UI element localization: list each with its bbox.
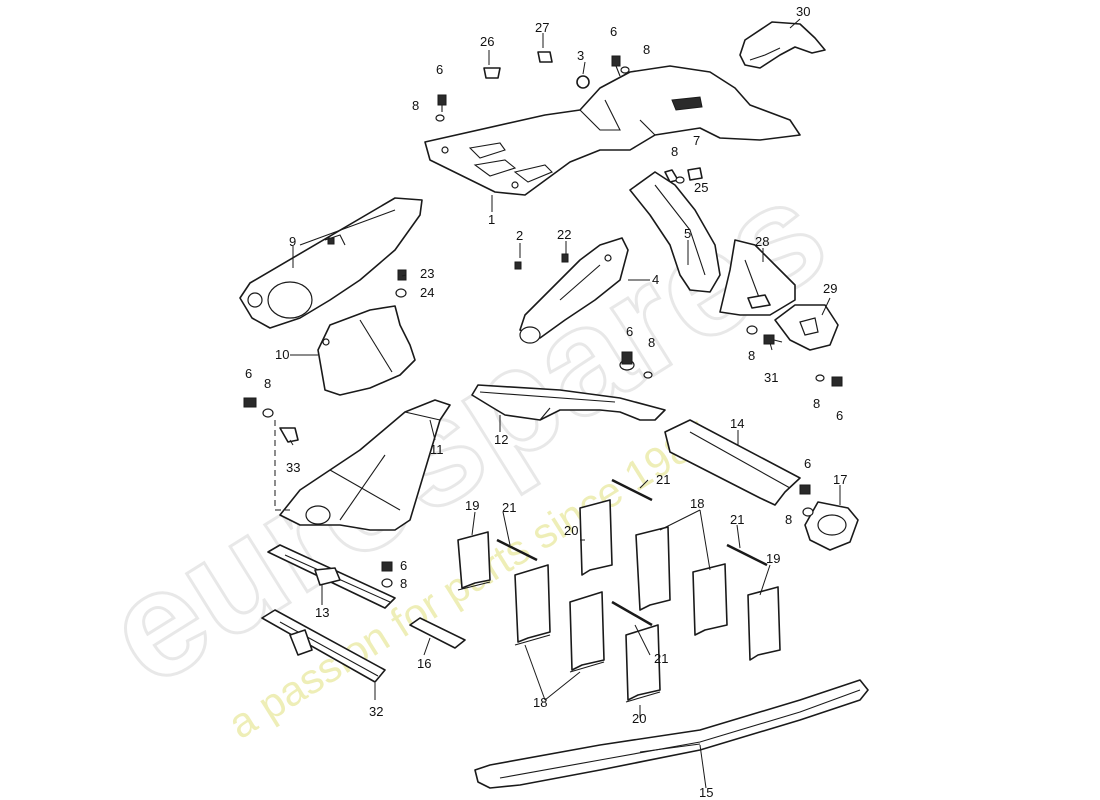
callout-8e: 8 [264,376,271,391]
callout-16: 16 [417,656,431,671]
callout-11: 11 [430,442,444,457]
callout-33: 33 [286,460,300,475]
callout-5: 5 [684,226,691,241]
callout-6b: 6 [436,62,443,77]
callout-13: 13 [315,605,329,620]
callout-6a: 6 [610,24,617,39]
callouts: 1 2 3 4 5 6 6 6 6 6 6 6 7 8 8 8 8 8 8 8 … [245,4,847,800]
callout-12: 12 [494,432,508,447]
callout-6c: 6 [626,324,633,339]
callout-8c: 8 [671,144,678,159]
callout-4: 4 [652,272,659,287]
hardware-top [435,51,703,184]
callout-30: 30 [796,4,810,19]
part-13-rail [267,544,396,609]
part-32-rail [261,609,386,683]
callout-6d: 6 [245,366,252,381]
part-5-hose [629,171,721,293]
baffles [457,499,781,703]
callout-6e: 6 [400,558,407,573]
part-29-plate [774,304,839,351]
callout-17: 17 [833,472,847,487]
callout-18b: 18 [533,695,547,710]
callout-14: 14 [730,416,744,431]
callout-21b: 21 [502,500,516,515]
part-4-air-duct [514,237,629,344]
part-10-cover-plate [317,305,416,396]
callout-27: 27 [535,20,549,35]
watermark-logo: eurospares [78,146,853,717]
callout-22: 22 [557,227,571,242]
leader-lines [289,18,841,789]
callout-8g: 8 [748,348,755,363]
callout-15: 15 [699,785,713,800]
callout-18a: 18 [690,496,704,511]
callout-6g: 6 [836,408,843,423]
part-16-bracket [409,617,466,649]
part-14-shelf [664,419,801,506]
callout-8f: 8 [400,576,407,591]
part-33-bracket [243,397,299,443]
callout-21a: 21 [656,472,670,487]
assembly-lines [274,420,290,511]
callout-19b: 19 [766,551,780,566]
callout-24: 24 [420,285,434,300]
callout-26: 26 [480,34,494,49]
hardware-left [381,269,814,588]
part-11-side-panel [279,399,451,531]
callout-20a: 20 [564,523,578,538]
callout-23: 23 [420,266,434,281]
callout-3: 3 [577,48,584,63]
callout-1: 1 [488,212,495,227]
callout-28: 28 [755,234,769,249]
callout-31: 31 [764,370,778,385]
callout-8h: 8 [813,396,820,411]
part-1-floor-panel [424,65,801,196]
callout-20b: 20 [632,711,646,726]
callout-7: 7 [693,133,700,148]
callout-8a: 8 [643,42,650,57]
part-15-bumper [474,679,869,789]
callout-29: 29 [823,281,837,296]
callout-6f: 6 [804,456,811,471]
callout-21d: 21 [654,651,668,666]
callout-25: 25 [694,180,708,195]
part-28-bracket [719,239,796,316]
callout-8d: 8 [648,335,655,350]
part-17-bellows [804,501,859,551]
callout-2: 2 [516,228,523,243]
part-9-side-panel [239,197,423,329]
part-30-bracket [739,21,826,69]
part-12-panel [471,384,666,421]
callout-10: 10 [275,347,289,362]
hardware-right [619,325,843,387]
callout-21c: 21 [730,512,744,527]
callout-9: 9 [289,234,296,249]
callout-19a: 19 [465,498,479,513]
callout-32: 32 [369,704,383,719]
rods [496,478,768,627]
callout-8i: 8 [785,512,792,527]
callout-8b: 8 [412,98,419,113]
